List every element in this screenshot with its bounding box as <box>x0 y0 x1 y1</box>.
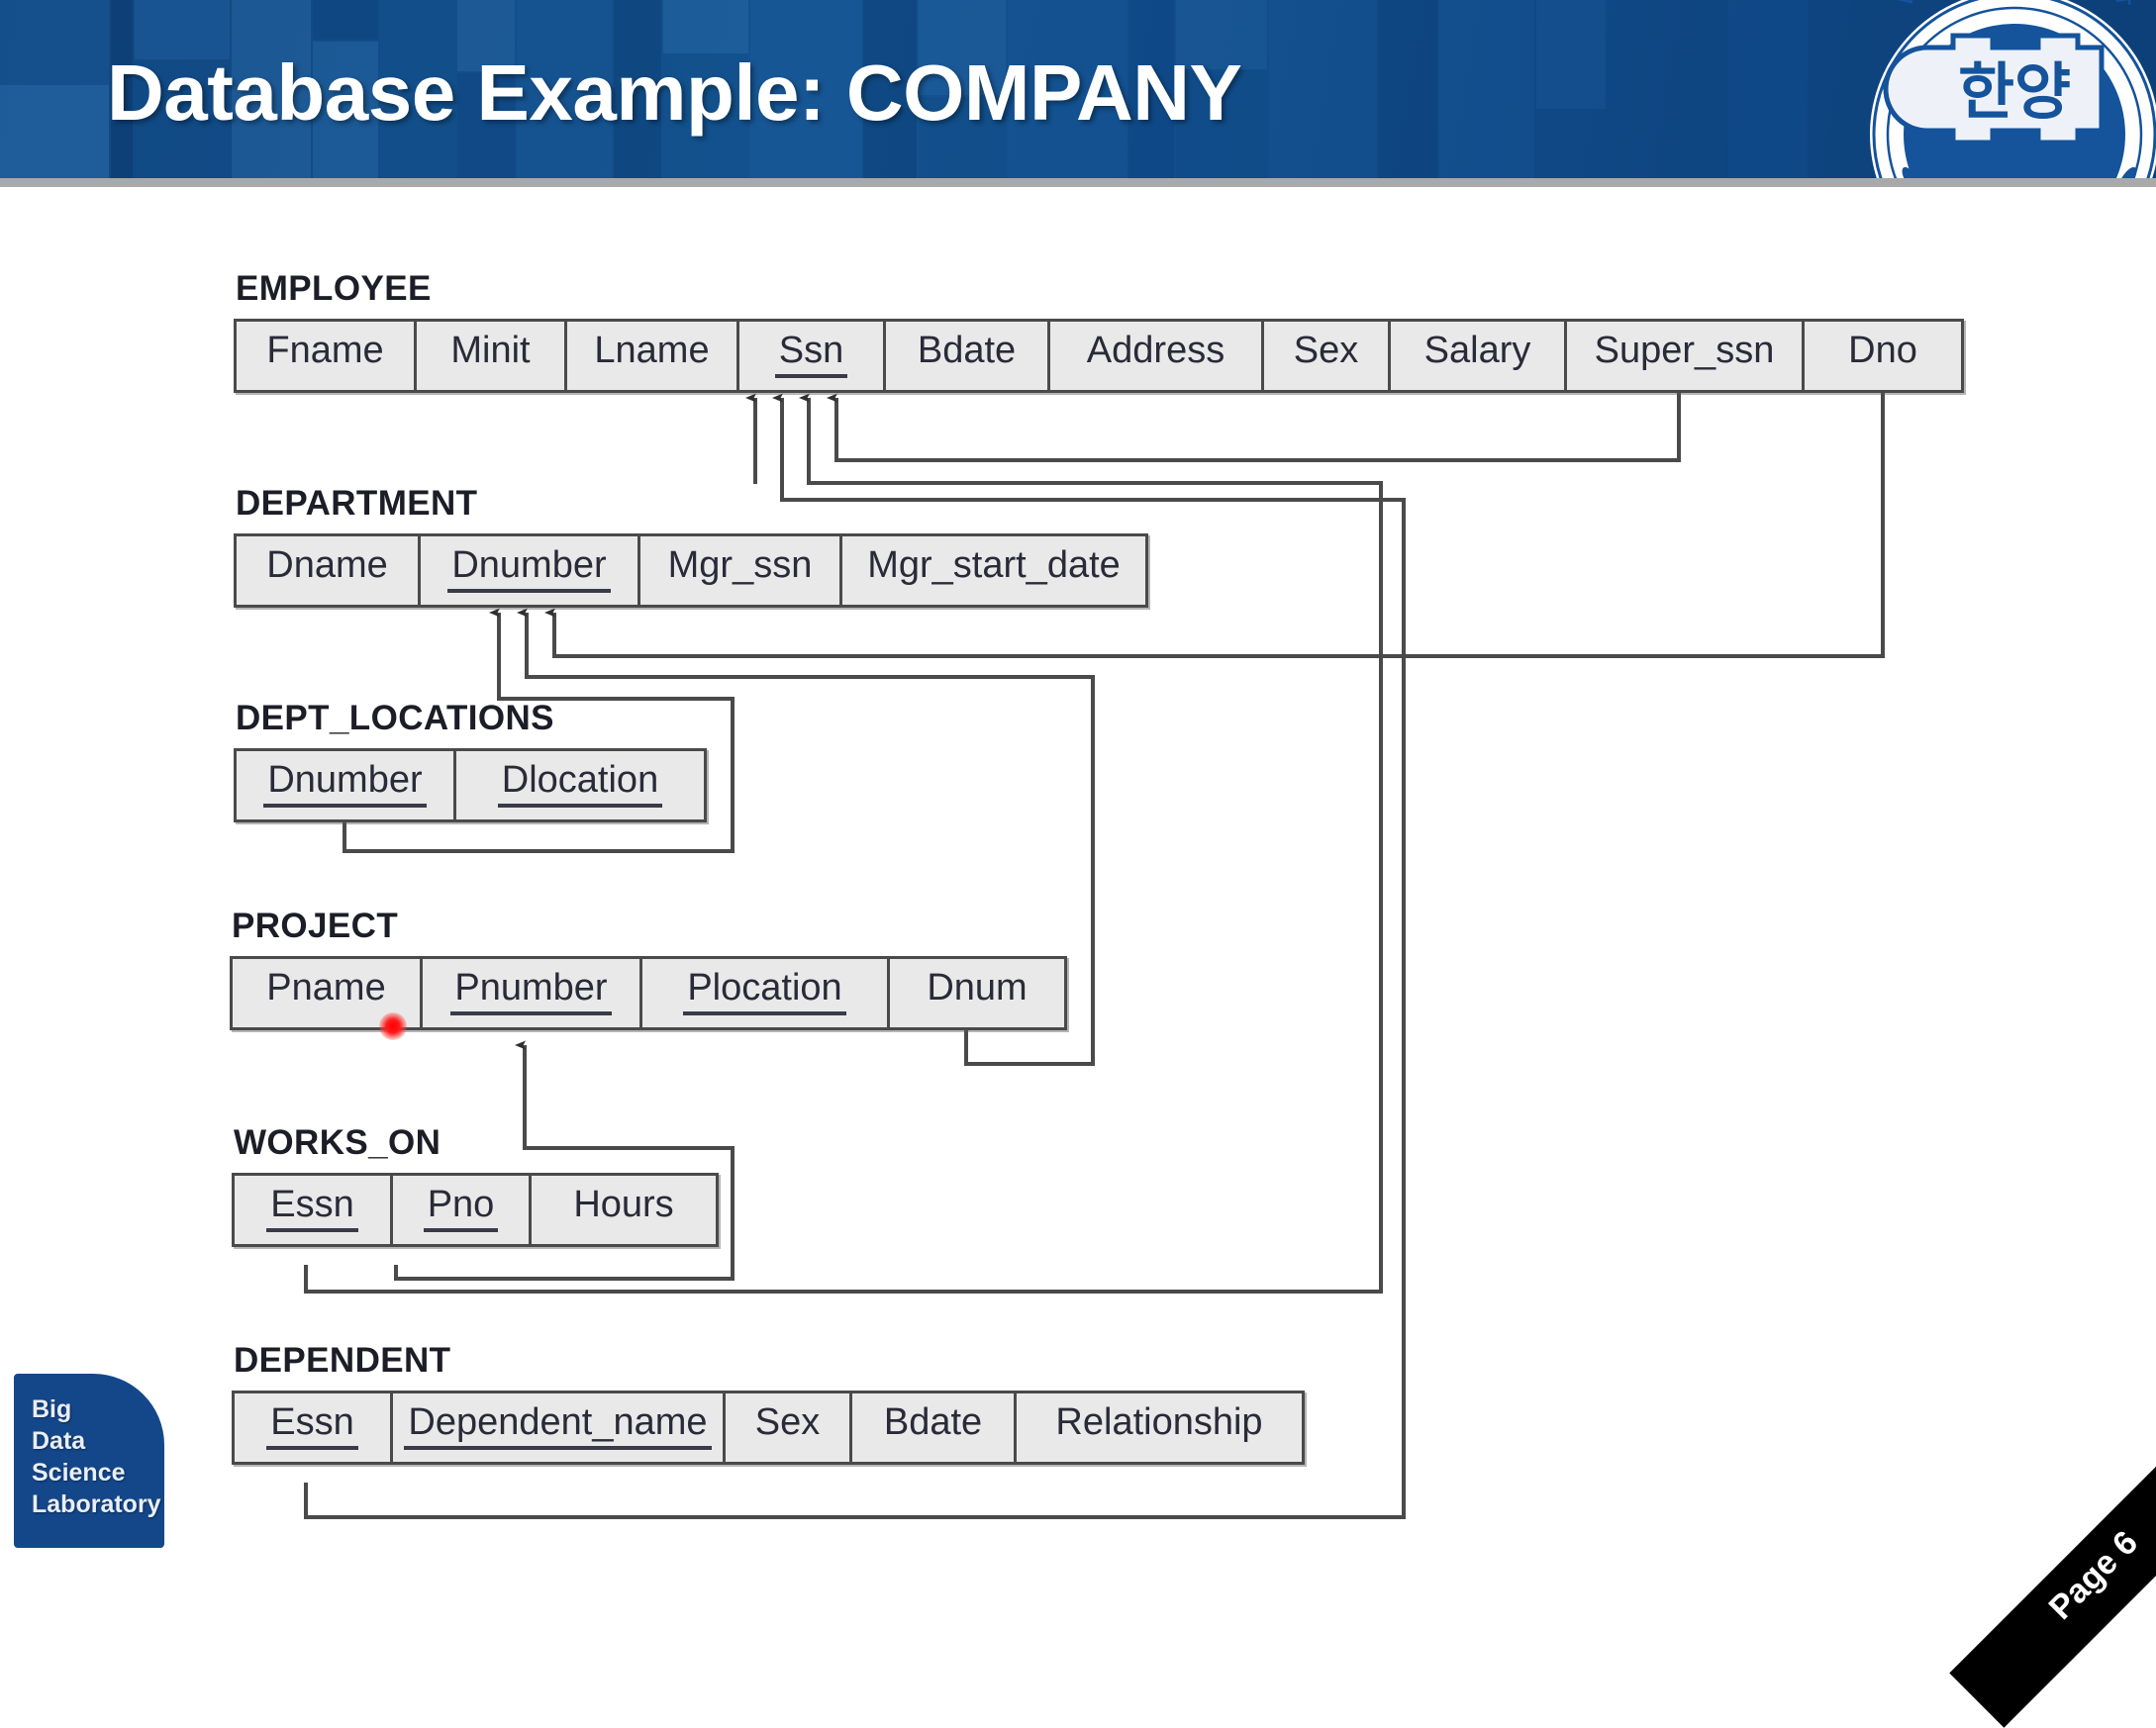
attribute-pno[interactable]: Pno <box>393 1176 532 1244</box>
attribute-pnumber[interactable]: Pnumber <box>423 959 642 1027</box>
attribute-dno[interactable]: Dno <box>1848 330 1917 371</box>
attribute-salary[interactable]: Salary <box>1391 322 1567 390</box>
attribute-dependent-name[interactable]: Dependent_name <box>393 1393 726 1462</box>
attribute-hours[interactable]: Hours <box>573 1184 674 1225</box>
page-title: Database Example: COMPANY <box>107 48 1242 137</box>
lab-line-1: Big <box>32 1395 72 1423</box>
attribute-sex[interactable]: Sex <box>1264 322 1391 390</box>
attribute-ssn[interactable]: Ssn <box>739 322 886 390</box>
attribute-row: Dname Dnumber Mgr_ssn Mgr_start_date <box>234 533 1148 608</box>
attribute-row: Essn Dependent_name Sex Bdate Relationsh… <box>232 1391 1305 1465</box>
attribute-plocation[interactable]: Plocation <box>642 959 890 1027</box>
relation-title: DEPARTMENT <box>236 484 478 523</box>
attribute-dnumber[interactable]: Dnumber <box>421 536 640 605</box>
attribute-pname[interactable]: Pname <box>233 959 423 1027</box>
attribute-row: Fname Minit Lname Ssn Bdate Address Sex … <box>234 319 1964 393</box>
attribute-essn[interactable]: Essn <box>235 1393 393 1462</box>
fk-super-ssn-to-ssn <box>827 386 1681 462</box>
attribute-dnum[interactable]: Dnum <box>927 967 1028 1008</box>
attribute-sex[interactable]: Sex <box>726 1393 852 1462</box>
lab-line-4: Laboratory <box>32 1490 161 1518</box>
attribute-row: Essn Pno Hours <box>232 1173 719 1247</box>
lab-logo-badge: Big Data Science Laboratory <box>14 1374 164 1548</box>
attribute-row: Pname Pnumber Plocation Dnum <box>230 956 1067 1030</box>
attribute-dname[interactable]: Dname <box>237 536 421 605</box>
attribute-mgr-start-date[interactable]: Mgr_start_date <box>867 544 1121 586</box>
attribute-mgr-ssn[interactable]: Mgr_ssn <box>640 536 842 605</box>
page-number-ribbon: Page 6 <box>1949 1449 2156 1728</box>
relation-project: PROJECT Pname Pnumber Plocation Dnum <box>230 907 1067 1030</box>
relation-works-on: WORKS_ON Essn Pno Hours <box>232 1123 719 1247</box>
relation-dependent: DEPENDENT Essn Dependent_name Sex Bdate … <box>232 1341 1305 1465</box>
relation-title: EMPLOYEE <box>236 269 432 308</box>
lab-line-2: Data <box>32 1427 86 1455</box>
attribute-lname[interactable]: Lname <box>567 322 739 390</box>
relation-title: PROJECT <box>232 907 399 945</box>
attribute-dlocation[interactable]: Dlocation <box>456 751 704 819</box>
relation-title: DEPT_LOCATIONS <box>236 699 554 737</box>
attribute-address[interactable]: Address <box>1050 322 1264 390</box>
relation-title: WORKS_ON <box>234 1123 441 1162</box>
attribute-minit[interactable]: Minit <box>417 322 567 390</box>
attribute-fname[interactable]: Fname <box>237 322 417 390</box>
relation-employee: EMPLOYEE Fname Minit Lname Ssn Bdate Add… <box>234 269 1964 393</box>
seal-year: 1939 <box>1975 173 2054 178</box>
relation-department: DEPARTMENT Dname Dnumber Mgr_ssn Mgr_sta… <box>234 484 1148 608</box>
attribute-relationship[interactable]: Relationship <box>1055 1401 1263 1443</box>
relation-dept-locations: DEPT_LOCATIONS Dnumber Dlocation <box>234 699 707 822</box>
svg-text:한양: 한양 <box>1958 58 2071 127</box>
lab-line-3: Science <box>32 1459 126 1487</box>
attribute-super-ssn[interactable]: Super_ssn <box>1567 322 1805 390</box>
university-seal-logo: HANYANG UNIVERSITY 한양 1939 <box>1866 0 2156 178</box>
attribute-bdate[interactable]: Bdate <box>852 1393 1017 1462</box>
slide-header: Database Example: COMPANY HANYANG UNIVER… <box>0 0 2156 178</box>
attribute-bdate[interactable]: Bdate <box>886 322 1050 390</box>
header-decorative-pattern <box>0 0 1808 178</box>
mouse-cursor-indicator <box>379 1012 407 1040</box>
relation-title: DEPENDENT <box>234 1341 451 1380</box>
attribute-essn[interactable]: Essn <box>235 1176 393 1244</box>
attribute-dnumber[interactable]: Dnumber <box>237 751 456 819</box>
page-number-label: Page 6 <box>2041 1523 2146 1627</box>
header-bottom-rule <box>0 178 2156 187</box>
attribute-row: Dnumber Dlocation <box>234 748 707 822</box>
